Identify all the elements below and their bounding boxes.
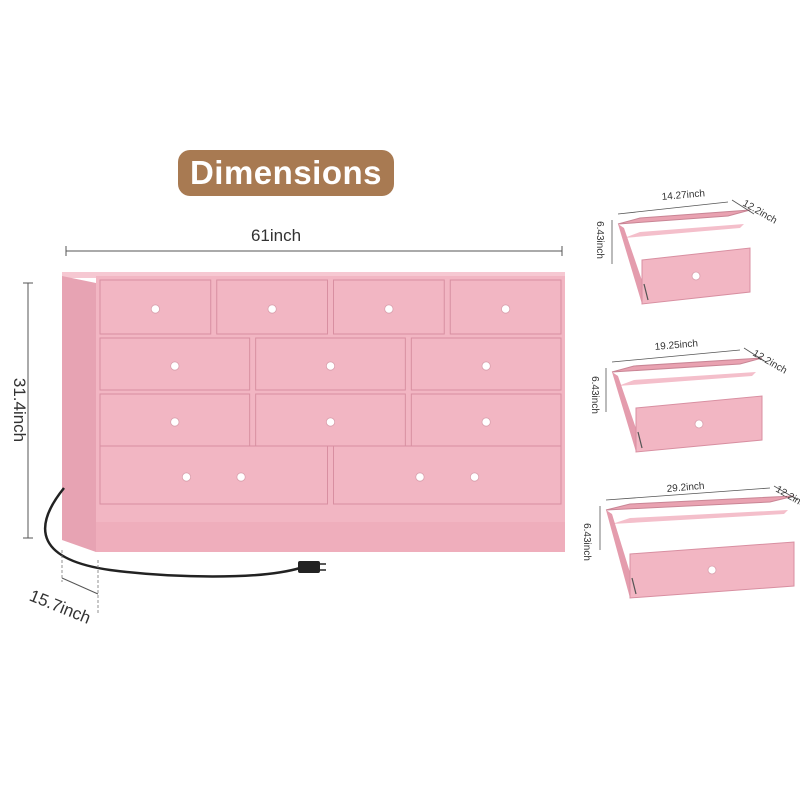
drawer-side [618,224,648,304]
dresser-drawer [333,279,445,335]
depth-dimension: 15.7inch [27,550,99,628]
dresser-height-label: 31.4inch [10,378,29,442]
drawer-floor [618,372,756,386]
drawer-knob [469,472,480,482]
drawer-grid [99,279,562,505]
drawer-front [99,445,328,505]
drawer-rail [631,577,637,595]
drawer-knob [501,304,511,314]
drawer-knob [150,304,160,314]
drawer-width-line [617,201,729,215]
drawer-knob [707,565,717,575]
drawer-floor [624,224,744,238]
drawer-rail [643,283,649,301]
drawer-height-label: 6.43inch [594,221,605,259]
power-cord-icon [43,487,326,578]
drawer-knob [170,361,180,371]
drawer-knob [325,361,336,371]
drawer-width-label: 14.27inch [661,188,705,203]
dresser-drawer [99,279,212,335]
drawer-width-label: 19.25inch [654,338,698,353]
drawer-front [255,337,406,391]
drawer-knob [384,304,394,314]
dresser-drawer [449,279,562,335]
drawer-knob [481,361,491,371]
drawer-width-line [611,349,741,363]
dresser [62,272,565,552]
drawer-depth-label: 12.2inch [751,348,789,376]
dresser-drawer [333,445,562,505]
dresser-depth-label: 15.7inch [27,586,94,628]
drawer-knob [415,472,425,482]
drawer-knob [267,304,277,314]
drawer-interior [605,495,795,511]
drawer-side [606,510,636,598]
drawer-width-line [605,487,771,501]
drawer-width-label: 29.2inch [666,481,705,495]
dimensions-title-badge: Dimensions [178,150,394,196]
drawer-interior [611,357,763,373]
dresser-side-panel [62,276,96,552]
plug-icon [298,561,320,573]
drawer-height-label: 6.43inch [589,376,600,414]
dresser-drawer [410,393,562,447]
dresser-drawer [99,337,251,391]
drawer-floor [612,510,788,524]
drawer-detail-1: 14.27inch 12.2inch 6.43inch [594,188,779,305]
drawer-knob [481,417,491,427]
dresser-drawer [255,337,406,391]
dresser-drawer [410,337,562,391]
width-dimension: 61inch [65,226,563,256]
dresser-width-label: 61inch [251,226,301,245]
drawer-front [449,279,562,335]
height-dimension: 31.4inch [10,282,33,539]
drawer-knob [181,472,192,482]
drawer-height-label: 6.43inch [581,523,592,561]
drawer-rail [637,431,643,449]
dimensions-title: Dimensions [189,154,383,191]
drawer-front [333,445,562,505]
dresser-drawer [99,393,251,447]
dresser-drawer [216,279,328,335]
dresser-base [96,522,565,552]
drawer-depth-line [743,347,767,363]
drawer-knob [325,417,336,427]
drawer-knob [236,472,246,482]
drawer-depth-label: 12.2inch [741,198,779,226]
drawer-knob [170,417,180,427]
drawer-details: 14.27inch 12.2inch 6.43inch 19.25inch 12.2in… [581,188,800,599]
drawer-side [612,372,642,452]
drawer-knob [694,419,704,429]
drawer-depth-line [773,485,799,501]
drawer-interior [617,209,751,225]
dresser-drawer [255,393,406,447]
drawer-knob [691,271,701,281]
drawer-detail-2: 19.25inch 12.2inch 6.43inch [589,338,789,453]
dresser-drawer [99,445,328,505]
drawer-depth-line [731,199,755,215]
